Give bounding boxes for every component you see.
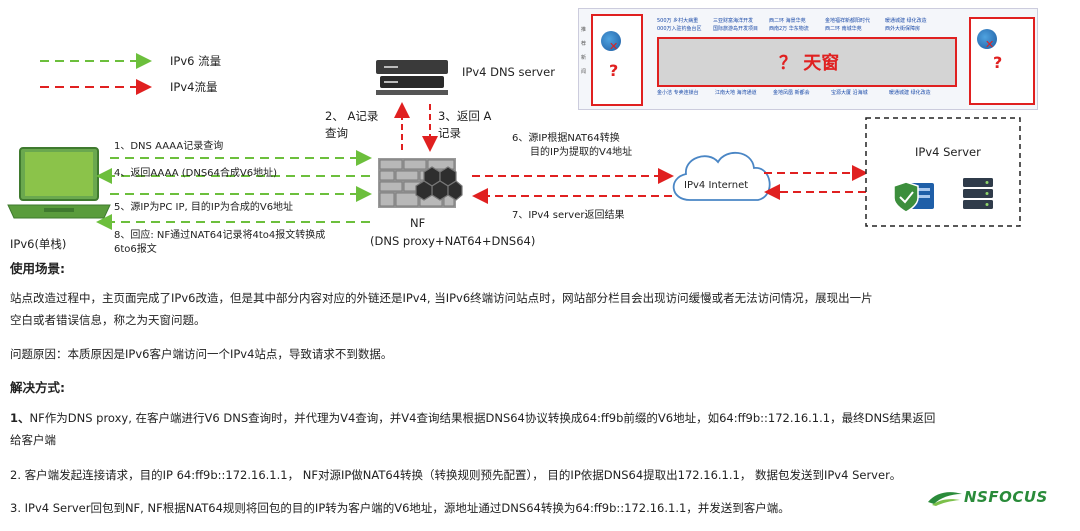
step2-label: 2、 A记录	[325, 109, 379, 123]
scenario-text: 站点改造过程中，主页面完成了IPv6改造，但是其中部分内容对应的外链还是IPv4…	[10, 287, 1060, 331]
client-label: IPv6(单栈)	[10, 237, 67, 251]
top-link[interactable]: 西外大街保障房	[885, 26, 921, 32]
left-red-frame	[591, 14, 643, 106]
scenario-line-1: 站点改造过程中，主页面完成了IPv6改造，但是其中部分内容对应的外链还是IPv4…	[10, 291, 873, 305]
step8-label-cont: 6to6报文	[114, 244, 157, 255]
error-x-icon: ✕	[609, 40, 619, 53]
scenario-line-2: 空白或者错误信息，称之为天窗问题。	[10, 313, 206, 327]
top-link[interactable]: 西二环 海景华苑	[769, 18, 806, 24]
nsfocus-logo: NSFOCUS	[928, 488, 1068, 508]
step8-label: 8、回应: NF通过NAT64记录将4to4报文转换成	[114, 230, 326, 241]
top-link[interactable]: 国际旅游岛开发项目	[713, 26, 759, 32]
step6-label-cont: 目的IP为提取的V4地址	[530, 147, 633, 158]
server-rack-icon	[963, 178, 993, 209]
nsfocus-logo-text: NSFOCUS	[964, 488, 1048, 506]
step7-label: 7、IPv4 server返回结果	[512, 210, 625, 221]
top-link[interactable]: 西二环 南城华苑	[825, 26, 862, 32]
banner-text: ？ 天窗	[779, 53, 840, 74]
top-link[interactable]: 西南2万 华东物流	[769, 26, 809, 32]
nf-firewall-icon	[378, 158, 463, 208]
internet-label: IPv4 Internet	[684, 180, 749, 191]
side-label: 闻	[581, 69, 587, 75]
step5-label: 5、源IP为PC IP, 目的IP为合成的V6地址	[114, 202, 294, 213]
legend-ipv6-label: IPv6 流量	[170, 54, 222, 68]
globe-error-icon	[977, 29, 997, 49]
scenario-title: 使用场景:	[10, 261, 65, 276]
solution-3: 3. IPv4 Server回包到NF, NF根据NAT64规则将回包的目的IP…	[10, 501, 790, 515]
left-qmark: ?	[609, 61, 619, 80]
step3-label: 3、返回 A	[438, 109, 492, 123]
internet-cloud-icon	[672, 152, 771, 201]
nf-desc: (DNS proxy+NAT64+DNS64)	[370, 234, 536, 248]
solution-1-number: 1、	[10, 411, 30, 425]
laptop-icon	[7, 147, 111, 219]
nsfocus-swoosh-icon	[928, 492, 962, 506]
bottom-links: 金小洁 专卖连锁台 江南大地 海湾通道 金地凤凰 新都会 宝源大厦 沿海城 暖通城建 绿…	[657, 89, 957, 96]
dns-server-label: IPv4 DNS server	[462, 65, 555, 79]
right-qmark: ?	[993, 53, 1003, 72]
top-link[interactable]: 三亚财富海洋开发	[713, 18, 754, 24]
bottom-link[interactable]: 宝源大厦 沿海城	[831, 90, 868, 96]
side-label: 推	[581, 27, 587, 33]
error-x-icon: ✕	[985, 38, 995, 51]
side-labels: 推 荐 新 闻	[581, 23, 589, 79]
step1-label: 1、DNS AAAA记录查询	[114, 141, 224, 152]
right-red-frame	[969, 17, 1035, 105]
solution-1-text: NF作为DNS proxy, 在客户端进行V6 DNS查询时，并代理为V4查询，…	[29, 411, 936, 425]
ipv4-server-box	[865, 117, 1021, 227]
solution-2: 2. 客户端发起连接请求，目的IP 64:ff9b::172.16.1.1， N…	[10, 468, 902, 482]
bottom-link[interactable]: 暖通城建 绿化改造	[889, 90, 931, 96]
top-links: 500万 乡村大病重 三亚财富海洋开发 西二环 海景华苑 金地福祥新都阳时代 暖通城建 …	[657, 17, 947, 33]
bottom-link[interactable]: 江南大地 海湾通道	[715, 90, 757, 96]
side-label: 荐	[581, 41, 587, 47]
tianchuang-screenshot: ✕ ? 500万 乡村大病重三亚财富海洋开发西二环 海景华苑金地福祥新都阳时代暖…	[578, 8, 1038, 110]
legend-ipv4-label: IPv4流量	[170, 80, 218, 94]
dns-server-icon	[376, 60, 448, 95]
step6-label: 6、源IP根据NAT64转换	[512, 133, 620, 144]
step2-label-cont: 查询	[325, 126, 348, 140]
ipv4-server-label: IPv4 Server	[915, 145, 981, 159]
cause-text: 问题原因：本质原因是IPv6客户端访问一个IPv4站点，导致请求不到数据。	[10, 347, 393, 361]
bottom-link[interactable]: 金地凤凰 新都会	[773, 90, 810, 96]
network-diagram	[7, 53, 1021, 230]
step4-label: 4、返回AAAA (DNS64合成V6地址)	[114, 168, 277, 179]
step3-label-cont: 记录	[438, 126, 461, 140]
solution-1: 1、NF作为DNS proxy, 在客户端进行V6 DNS查询时，并代理为V4查…	[10, 407, 1060, 451]
side-label: 新	[581, 55, 587, 61]
solution-title: 解决方式:	[10, 380, 65, 395]
top-link[interactable]: 000万入驻钓鱼台区	[657, 26, 702, 32]
globe-error-icon	[601, 31, 621, 51]
top-link[interactable]: 500万 乡村大病重	[657, 18, 699, 24]
nf-label: NF	[410, 216, 426, 230]
blank-window-banner	[657, 37, 957, 87]
top-link[interactable]: 金地福祥新都阳时代	[825, 18, 871, 24]
shield-server-icon	[893, 181, 934, 213]
solution-1-line-1: 1、NF作为DNS proxy, 在客户端进行V6 DNS查询时，并代理为V4查…	[10, 407, 1060, 429]
top-link[interactable]: 暖通城建 绿化改造	[885, 18, 927, 24]
bottom-link[interactable]: 金小洁 专卖连锁台	[657, 90, 699, 96]
solution-1-line-2: 给客户端	[10, 433, 56, 447]
